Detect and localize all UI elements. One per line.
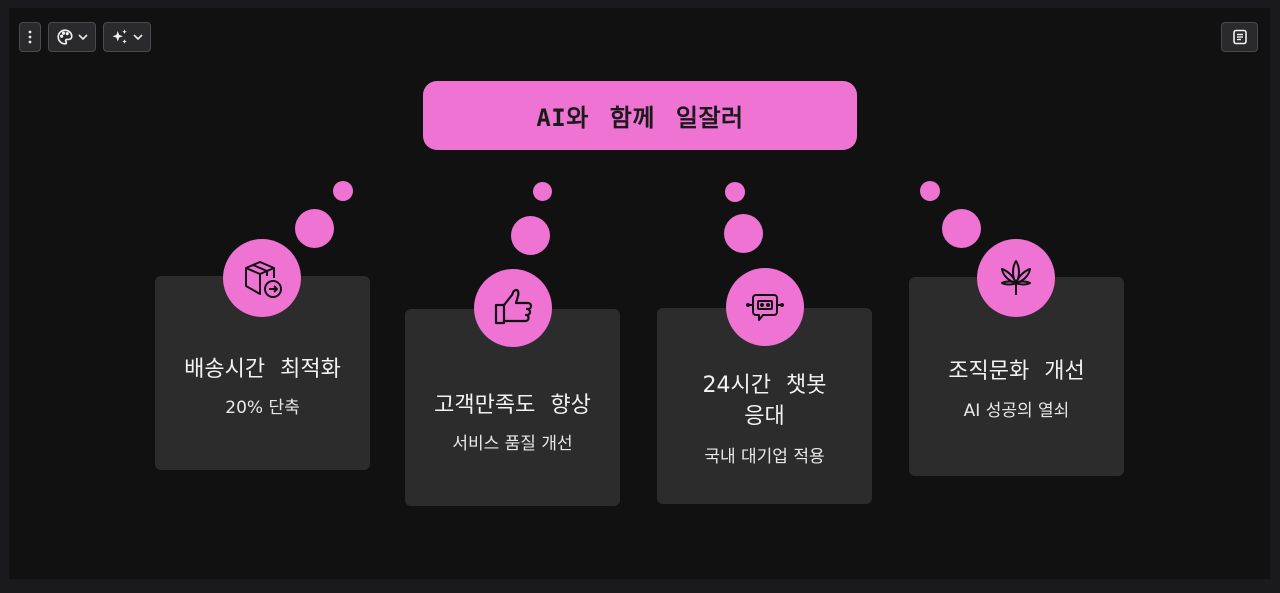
diagram-title: AI와 함께 일잘러 [536, 104, 744, 132]
icon-circle [977, 239, 1055, 317]
ai-dropdown-button[interactable] [103, 22, 151, 52]
card-subtitle: 20% 단축 [225, 398, 300, 418]
theme-dropdown-button[interactable] [48, 22, 96, 52]
icon-circle [726, 268, 804, 346]
leaf-icon [1001, 260, 1031, 295]
card-title-line2: 응대 [744, 404, 785, 429]
card-subtitle: 서비스 품질 개선 [452, 434, 573, 454]
card-title: 24시간 챗봇 [702, 373, 827, 398]
icon-circle [474, 269, 552, 347]
chatbot-icon [746, 294, 784, 321]
card-title: 고객만족도 향상 [434, 393, 591, 418]
card-subtitle: 국내 대기업 적용 [704, 447, 825, 467]
sparkles-icon [112, 29, 127, 44]
notes-button[interactable] [1221, 22, 1258, 52]
package-arrow-icon [245, 261, 282, 298]
diagram-title-box[interactable]: AI와 함께 일잘러 [423, 81, 857, 150]
more-vertical-icon [28, 30, 32, 44]
icon-circle [223, 239, 301, 317]
bubble-small [920, 181, 940, 201]
bubble-small [333, 181, 353, 201]
thumbs-up-icon [494, 288, 533, 325]
card-title: 배송시간 최적화 [184, 357, 341, 382]
document-icon [1232, 29, 1247, 45]
bubble-small [533, 182, 552, 201]
more-options-button[interactable] [19, 22, 41, 52]
bubble-medium [942, 209, 981, 248]
bubble-medium [295, 209, 334, 248]
chevron-down-icon [133, 34, 143, 40]
bubble-medium [724, 214, 763, 253]
bubble-medium [511, 216, 550, 255]
chevron-down-icon [78, 34, 88, 40]
card-subtitle: AI 성공의 열쇠 [963, 401, 1070, 421]
card-title: 조직문화 개선 [948, 359, 1085, 384]
card-satisfaction[interactable]: 고객만족도 향상 서비스 품질 개선 [405, 309, 620, 506]
bubble-small [725, 182, 745, 202]
palette-icon [57, 29, 73, 45]
